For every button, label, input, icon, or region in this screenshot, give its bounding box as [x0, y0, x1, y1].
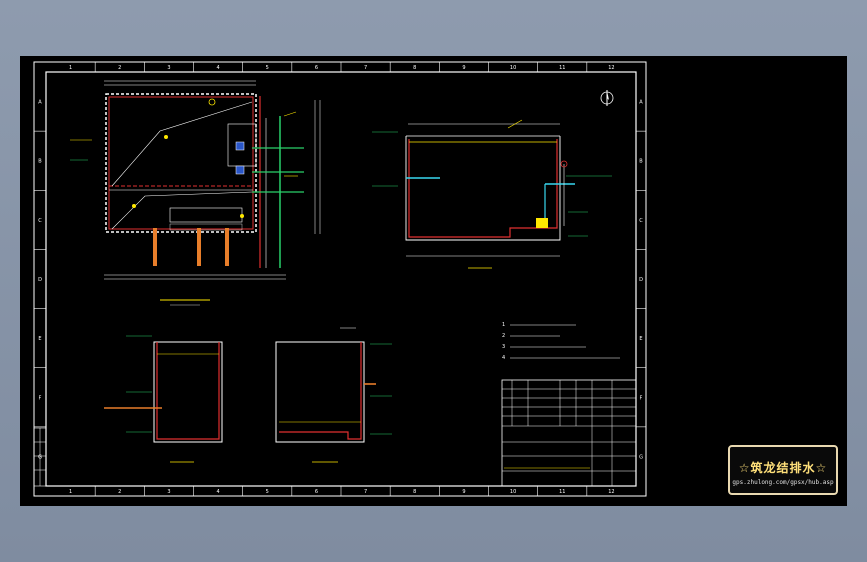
grid-col-label-t: 8 [413, 65, 416, 71]
grid-row-label-right: A [639, 100, 643, 106]
design-notes: 1 2 3 4 [502, 322, 620, 361]
grid-col-label-b: 2 [118, 489, 121, 495]
grid-col-label-t: 10 [510, 65, 516, 71]
section-view-2[interactable] [104, 335, 223, 463]
grid-col-label-t: 3 [167, 65, 170, 71]
watermark-url: gps.zhulong.com/gpsx/hub.asp [732, 479, 834, 486]
grid-row-label-right: B [639, 159, 643, 165]
grid-col-label-b: 1 [69, 489, 72, 495]
grid-col-label-b: 9 [462, 489, 465, 495]
grid-col-label-b: 12 [608, 489, 614, 495]
grid-row-label-right: C [639, 218, 643, 224]
grid-col-label-t: 7 [364, 65, 367, 71]
plan-view[interactable] [70, 80, 321, 306]
grid-row-label-left: A [38, 100, 42, 106]
grid-row-label-left: F [39, 395, 42, 401]
grid-col-label-t: 12 [608, 65, 614, 71]
grid-col-label-b: 5 [266, 489, 269, 495]
grid-col-label-t: 11 [559, 65, 565, 71]
section-view-3[interactable] [275, 327, 392, 463]
grid-col-label-t: 5 [266, 65, 269, 71]
grid-col-label-t: 4 [216, 65, 219, 71]
grid-col-label-t: 9 [462, 65, 465, 71]
grid-col-label-b: 11 [559, 489, 565, 495]
note-line-2: 2 [502, 333, 505, 339]
grid-col-label-b: 8 [413, 489, 416, 495]
grid-row-label-right: G [639, 454, 643, 460]
row-grid-ticks: AABBCCDDEEFFGG [34, 100, 646, 460]
grid-col-label-t: 1 [69, 65, 72, 71]
note-line-3: 3 [502, 344, 505, 350]
grid-col-label-b: 4 [216, 489, 219, 495]
note-line-4: 4 [502, 355, 505, 361]
grid-row-label-right: E [639, 336, 642, 342]
watermark-stamp: ☆筑龙结排水☆ gps.zhulong.com/gpsx/hub.asp [728, 445, 838, 495]
north-arrow [600, 90, 614, 106]
grid-col-label-b: 6 [315, 489, 318, 495]
revision-block [33, 427, 47, 487]
grid-row-label-left: E [38, 336, 41, 342]
watermark-title: ☆筑龙结排水☆ [738, 461, 828, 475]
grid-col-label-t: 6 [315, 65, 318, 71]
grid-row-label-right: F [640, 395, 643, 401]
outer-frame [33, 61, 647, 497]
grid-row-label-left: D [38, 277, 42, 283]
grid-row-label-left: B [38, 159, 42, 165]
grid-row-label-right: D [639, 277, 643, 283]
grid-row-label-left: C [38, 218, 42, 224]
note-line-1: 1 [502, 322, 505, 328]
grid-col-label-b: 10 [510, 489, 516, 495]
grid-col-label-b: 3 [167, 489, 170, 495]
title-block[interactable] [501, 379, 637, 487]
section-view-1[interactable] [372, 119, 612, 269]
grid-col-label-b: 7 [364, 489, 367, 495]
grid-col-label-t: 2 [118, 65, 121, 71]
